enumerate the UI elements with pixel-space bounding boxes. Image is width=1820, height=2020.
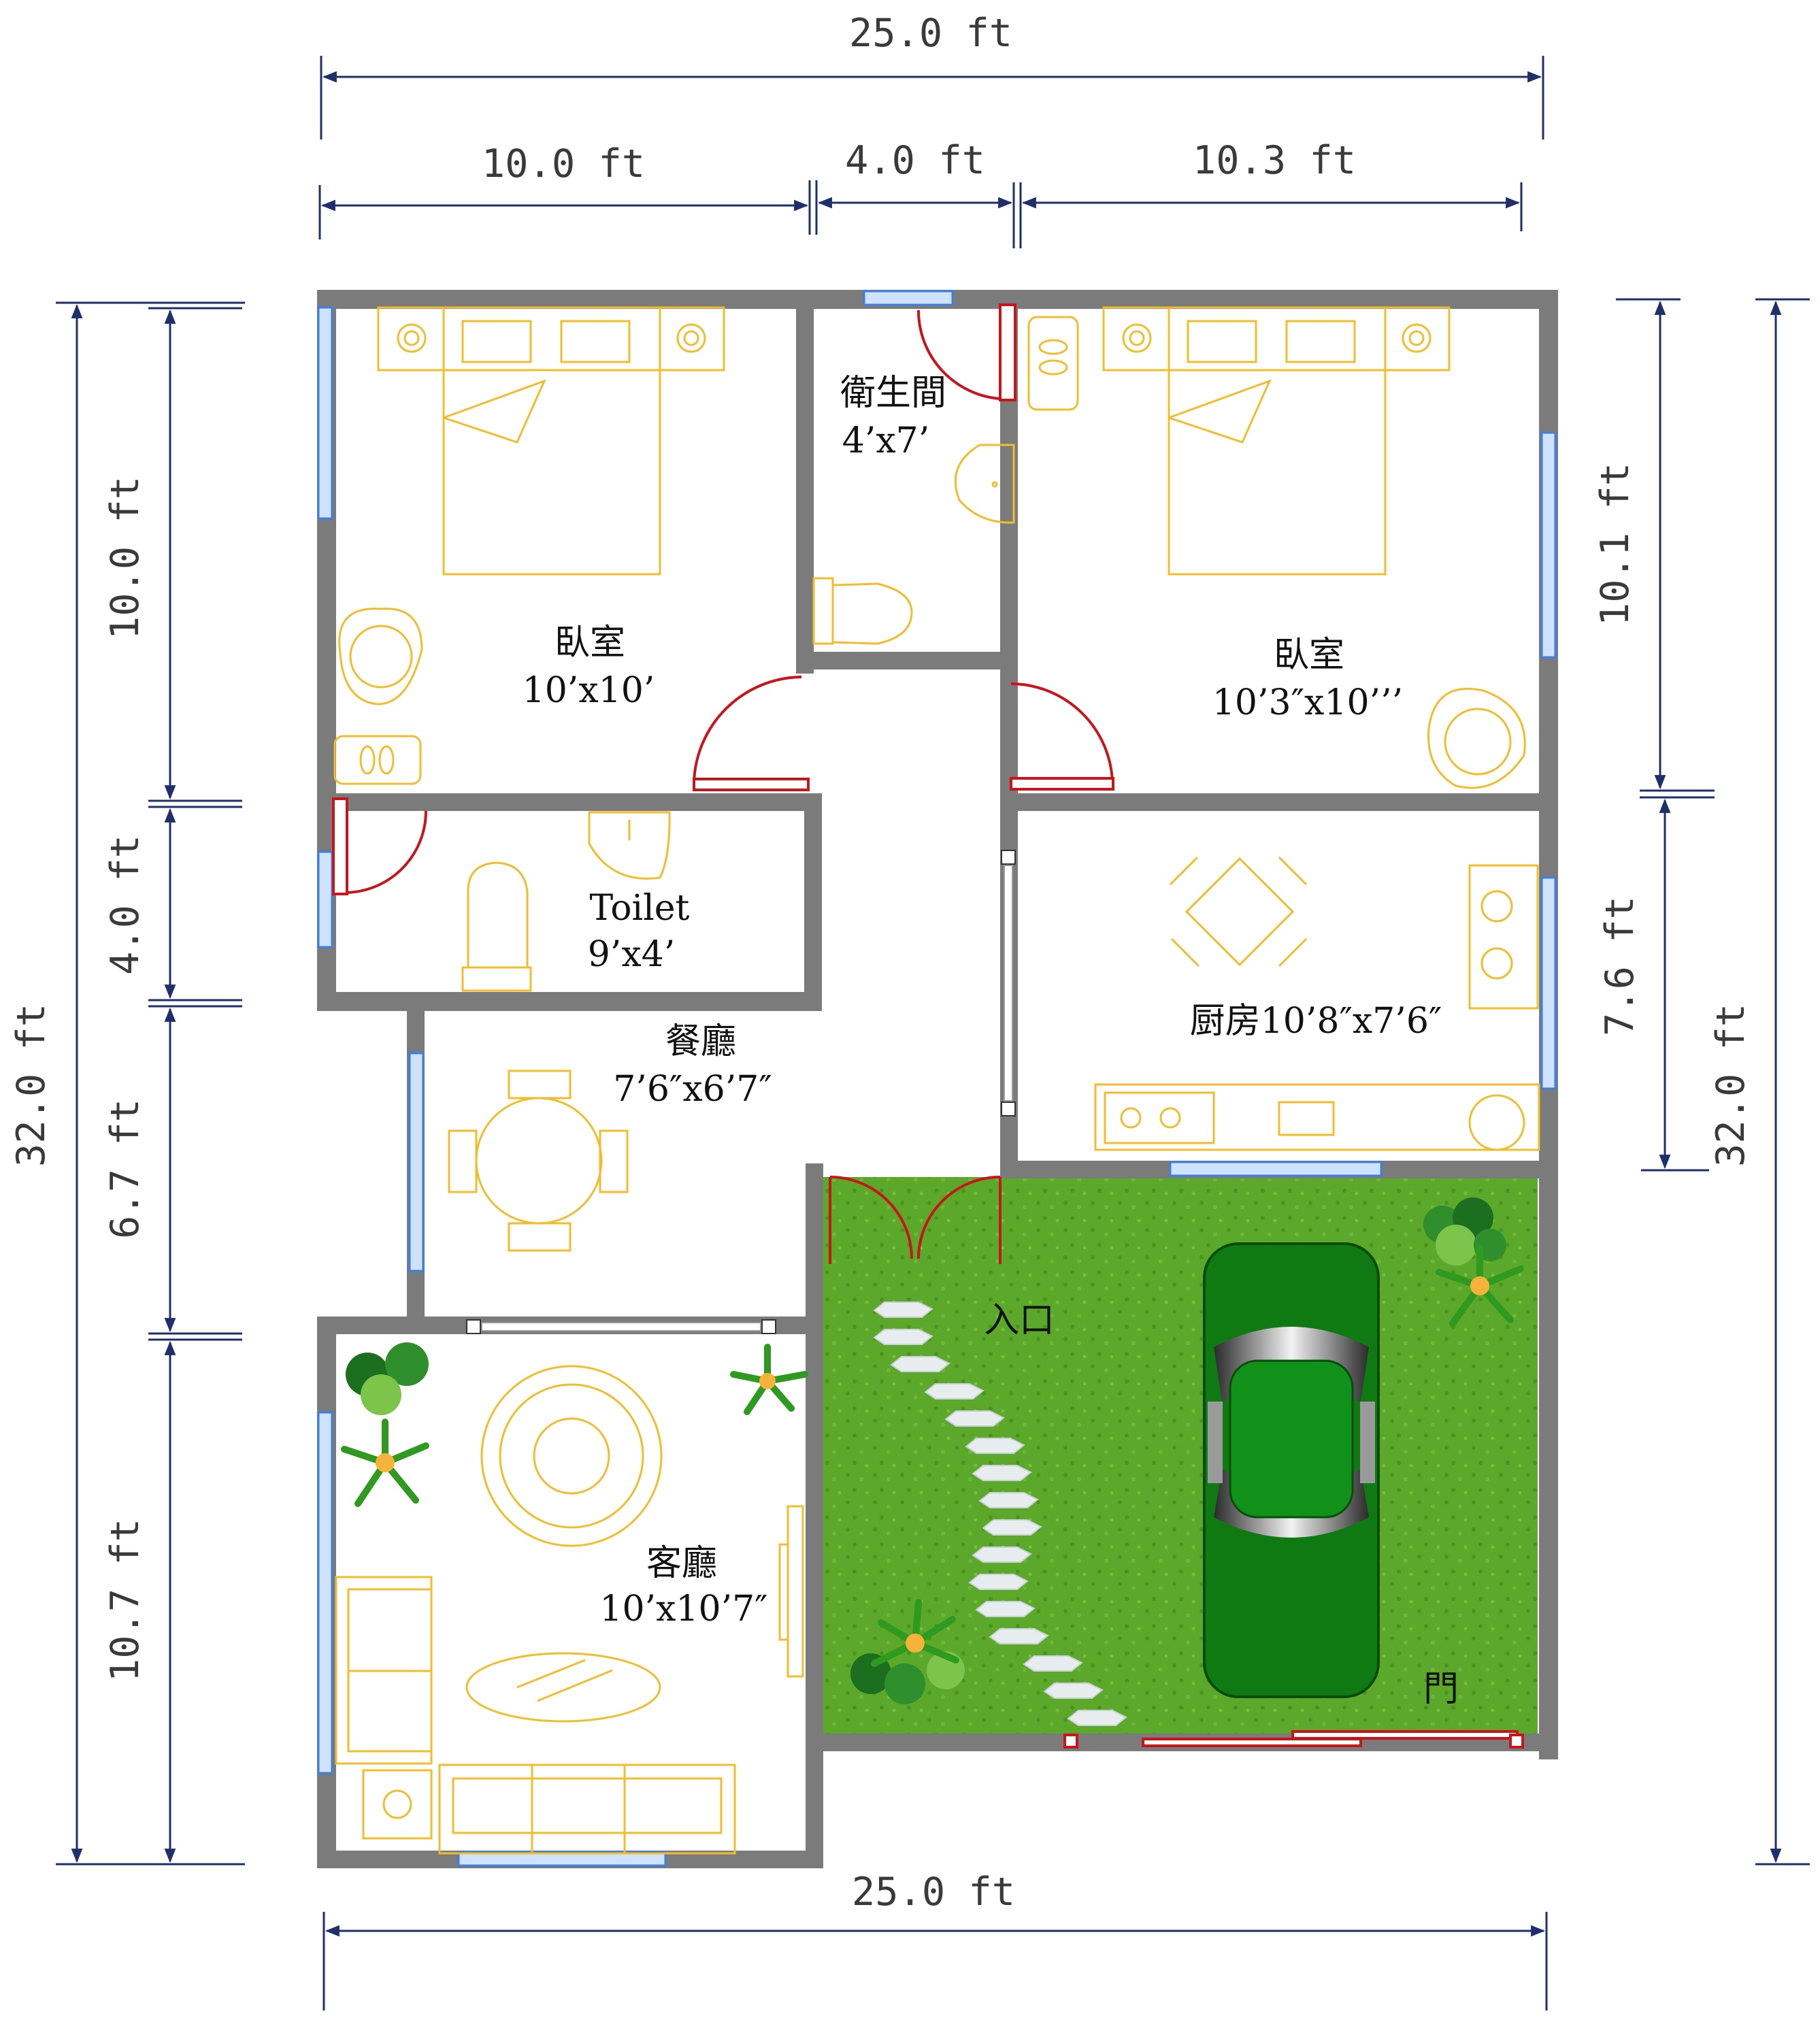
bedroom-left-name: 臥室 — [555, 623, 625, 663]
overall-width-bottom-label: 25.0 ft — [852, 1870, 1015, 1915]
stove-icon — [1468, 864, 1539, 1010]
plant-icon — [850, 1599, 965, 1704]
car-icon — [1203, 1242, 1380, 1698]
sink-icon — [588, 811, 671, 880]
slippers-icon — [1027, 316, 1079, 411]
plant-icon — [341, 1342, 429, 1507]
toilet-name: Toilet — [590, 888, 690, 929]
left-segment-3-label: 6.7 ft — [103, 1099, 148, 1239]
top-segment-2-label: 4.0 ft — [845, 138, 985, 183]
overall-height-right-label: 32.0 ft — [1708, 1004, 1753, 1167]
wall-opening — [466, 850, 1016, 1334]
entrance-label: 入口 — [984, 1300, 1055, 1341]
living-size: 10’x10’7″ — [599, 1589, 767, 1629]
armchair-icon — [1427, 687, 1526, 789]
kitchen-label: 厨房10’8″x7’6″ — [1190, 1001, 1442, 1042]
sink-icon — [954, 444, 1015, 524]
bedroom-right-name: 臥室 — [1274, 635, 1344, 676]
left-segment-4-label: 10.7 ft — [103, 1519, 148, 1682]
stepping-stones — [873, 1302, 1127, 1726]
bathroom-name: 衛生間 — [840, 373, 946, 414]
sofa-icon — [335, 1576, 433, 1765]
left-segment-1-label: 10.0 ft — [103, 476, 148, 640]
round-rug-icon — [480, 1365, 663, 1547]
double-bed-icon — [377, 306, 725, 576]
side-table-icon — [362, 1769, 433, 1840]
dining-name: 餐廳 — [665, 1021, 736, 1062]
plant-icon — [1423, 1197, 1524, 1327]
toilet-size: 9’x4’ — [588, 934, 676, 975]
tv-unit-icon — [778, 1505, 804, 1678]
slippers-icon — [333, 735, 422, 785]
plant-icon — [730, 1344, 808, 1415]
top-segment-1-label: 10.0 ft — [482, 142, 645, 186]
overall-height-left-label: 32.0 ft — [9, 1004, 54, 1167]
double-bed-icon — [1102, 306, 1451, 576]
overall-width-top-label: 25.0 ft — [849, 11, 1012, 56]
toilet-icon — [812, 577, 913, 645]
toilet-icon — [461, 861, 532, 992]
living-name: 客廳 — [646, 1543, 717, 1584]
gate-label: 門 — [1423, 1669, 1459, 1710]
kitchen-counter-icon — [1094, 1083, 1540, 1151]
kitchen-table-icon — [1169, 856, 1308, 967]
right-segment-1-label: 10.1 ft — [1593, 463, 1638, 626]
dimension-top: 25.0 ft 10.0 ft 4.0 ft 10.3 ft — [318, 11, 1544, 248]
windows — [317, 290, 1557, 1867]
dining-table-icon — [448, 1070, 629, 1252]
bedroom-left-size: 10’x10’ — [523, 670, 655, 711]
dimension-right: 32.0 ft 10.1 ft 7.6 ft — [1593, 298, 1810, 1866]
dimension-bottom: 25.0 ft — [322, 1870, 1548, 2010]
doors — [332, 303, 1524, 1749]
lawn-area — [823, 1177, 1538, 1735]
armchair-icon — [338, 608, 423, 706]
dimension-left: 32.0 ft 10.0 ft 4.0 ft 6.7 ft 10.7 ft — [9, 301, 245, 1866]
sofa-icon — [438, 1764, 736, 1855]
left-segment-2-label: 4.0 ft — [103, 835, 148, 975]
bedroom-right-size: 10’3″x10’’’ — [1212, 682, 1403, 723]
dining-size: 7’6″x6’7″ — [613, 1069, 772, 1110]
top-segment-3-label: 10.3 ft — [1193, 138, 1356, 183]
right-segment-2-label: 7.6 ft — [1598, 896, 1642, 1036]
coffee-table-icon — [465, 1652, 661, 1723]
bathroom-size: 4’x7’ — [842, 420, 930, 461]
